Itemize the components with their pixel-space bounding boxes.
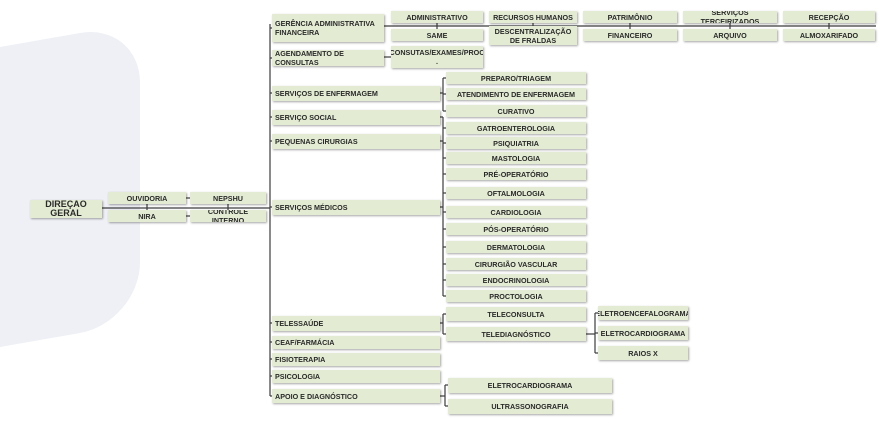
node-curativo[interactable]: CURATIVO: [446, 105, 586, 117]
node-dermatologia[interactable]: DERMATOLOGIA: [446, 241, 586, 253]
node-telediagnostico[interactable]: TELEDIAGNÓSTICO: [446, 327, 586, 341]
node-telessaude[interactable]: TELESSAÚDE: [272, 316, 440, 331]
node-servicos-medicos[interactable]: SERVIÇOS MÉDICOS: [272, 200, 440, 215]
node-controle-interno[interactable]: CONTROLE INTERNO: [190, 210, 266, 222]
node-psiquiatria[interactable]: PSIQUIATRIA: [446, 137, 586, 149]
node-gerencia-administrativa[interactable]: GERÊNCIA ADMINISTRATIVA FINANCEIRA: [272, 14, 384, 42]
node-endocrinologia[interactable]: ENDOCRINOLOGIA: [446, 274, 586, 286]
node-administrativo[interactable]: ADMINISTRATIVO: [391, 11, 483, 23]
node-servicos-enfermagem[interactable]: SERVIÇOS DE ENFERMAGEM: [272, 86, 440, 101]
node-gatroenterologia[interactable]: GATROENTEROLOGIA: [446, 122, 586, 134]
node-patrimonio[interactable]: PATRIMÔNIO: [583, 11, 677, 23]
node-recepcao[interactable]: RECEPÇÃO: [783, 11, 875, 23]
node-eletrocardiograma-tele[interactable]: ELETROCARDIOGRAMA: [598, 326, 688, 340]
node-oftalmologia[interactable]: OFTALMOLOGIA: [446, 187, 586, 199]
node-ultrassonografia[interactable]: ULTRASSONOGRAFIA: [448, 399, 612, 414]
node-nira[interactable]: NIRA: [108, 210, 186, 222]
node-cardiologia[interactable]: CARDIOLOGIA: [446, 206, 586, 218]
node-fisioterapia[interactable]: FISIOTERAPIA: [272, 353, 440, 366]
node-recursos-humanos[interactable]: RECURSOS HUMANOS: [489, 11, 577, 23]
node-proctologia[interactable]: PROCTOLOGIA: [446, 290, 586, 302]
node-servico-social[interactable]: SERVIÇO SOCIAL: [272, 110, 440, 125]
node-almoxarifado[interactable]: ALMOXARIFADO: [783, 29, 875, 41]
node-cirurgiao-vascular[interactable]: CIRURGIÃO VASCULAR: [446, 258, 586, 270]
node-pre-operatorio[interactable]: PRÉ-OPERATÓRIO: [446, 168, 586, 180]
node-ceaf-farmacia[interactable]: CEAF/FARMÁCIA: [272, 336, 440, 349]
node-raios-x[interactable]: RAIOS X: [598, 346, 688, 360]
node-teleconsulta[interactable]: TELECONSULTA: [446, 307, 586, 321]
node-eletrocardiograma-apoio[interactable]: ELETROCARDIOGRAMA: [448, 378, 612, 393]
node-mastologia[interactable]: MASTOLOGIA: [446, 152, 586, 164]
node-pequenas-cirurgias[interactable]: PEQUENAS CIRURGIAS: [272, 134, 440, 149]
node-direcao-geral[interactable]: DIREÇÃO GERAL: [30, 200, 102, 218]
node-eletroencefalograma[interactable]: ELETROENCEFALOGRAMA: [598, 306, 688, 320]
node-same[interactable]: SAME: [391, 29, 483, 41]
node-nepshu[interactable]: NEPSHU: [190, 192, 266, 204]
node-descentralizacao-fraldas[interactable]: DESCENTRALIZAÇÃO DE FRALDAS: [489, 26, 577, 45]
node-financeiro[interactable]: FINANCEIRO: [583, 29, 677, 41]
node-servicos-terceirizados[interactable]: SERVIÇOS TERCEIRIZADOS: [683, 11, 777, 23]
node-consultas-exames-proc[interactable]: CONSUTAS/EXAMES/PROC .: [391, 46, 483, 68]
node-ouvidoria[interactable]: OUVIDORIA: [108, 192, 186, 204]
node-apoio-diagnostico[interactable]: APOIO E DIAGNÓSTICO: [272, 389, 440, 403]
node-psicologia[interactable]: PSICOLOGIA: [272, 370, 440, 383]
node-arquivo[interactable]: ARQUIVO: [683, 29, 777, 41]
node-pos-operatorio[interactable]: PÓS-OPERATÓRIO: [446, 223, 586, 235]
node-agendamento-consultas[interactable]: AGENDAMENTO DE CONSULTAS: [272, 50, 384, 66]
node-preparo-triagem[interactable]: PREPARO/TRIAGEM: [446, 72, 586, 84]
node-atendimento-enfermagem[interactable]: ATENDIMENTO DE ENFERMAGEM: [446, 88, 586, 100]
